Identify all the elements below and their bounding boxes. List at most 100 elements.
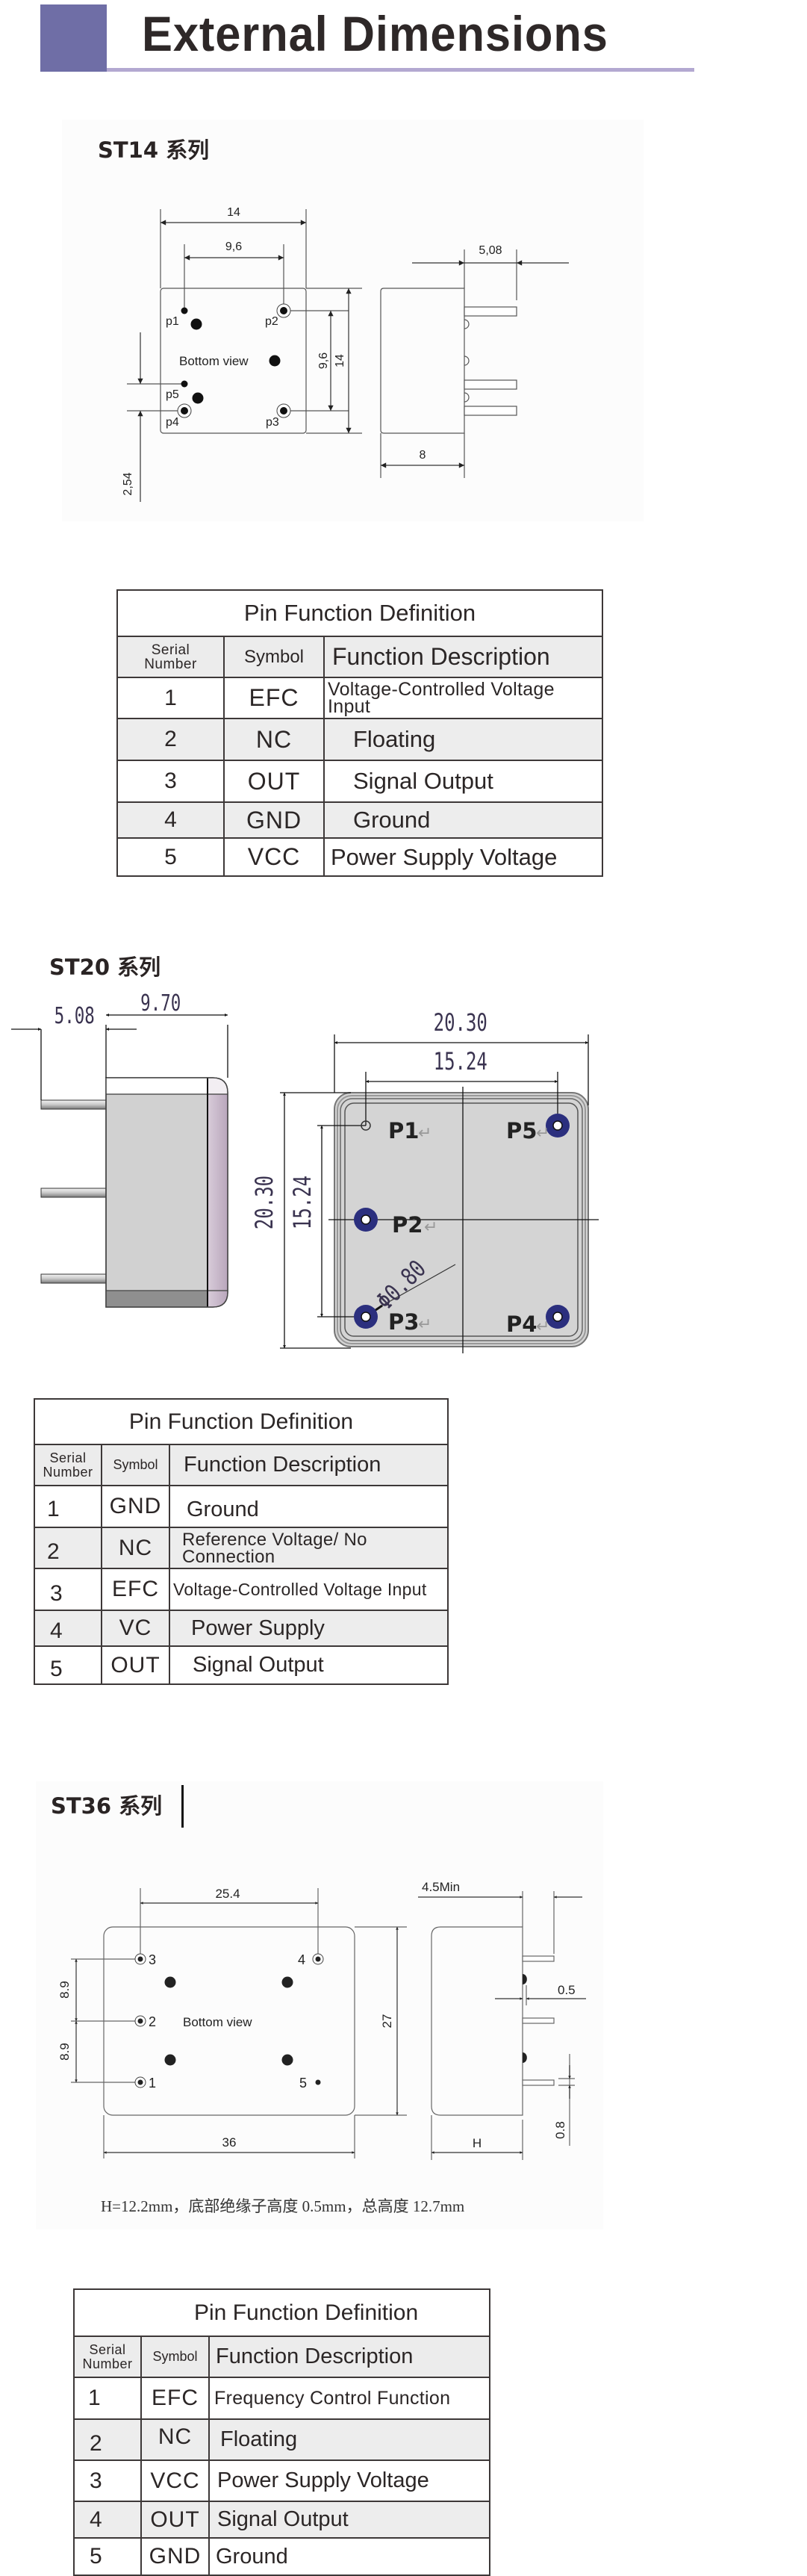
table-row: 4 VC Power Supply [34, 1610, 449, 1647]
serial-number: 1 [73, 2377, 142, 2420]
pin-symbol: NC [140, 2418, 210, 2461]
serial-number: 5 [34, 1645, 102, 1685]
st36-side-view-outline [431, 1926, 523, 2116]
st20-pin-length-label: 5.08 [54, 1003, 95, 1029]
pin-description: Floating [323, 718, 603, 761]
st20-heading: ST20 系列 [49, 955, 161, 980]
st36-pin-label: 2 [149, 2014, 156, 2029]
pin-symbol: OUT [140, 2501, 210, 2539]
pin-description: Power Supply Voltage [323, 837, 603, 877]
pin-symbol: NC [223, 718, 325, 761]
pin-symbol: VCC [140, 2459, 210, 2502]
st36-pin-table: Pin Function Definition Serial Number Sy… [73, 2288, 490, 2576]
table-row: 1 EFC Frequency Control Function [73, 2377, 490, 2420]
st20-pin-label: P2 [392, 1212, 423, 1238]
st14-bottom-view-outline [160, 288, 307, 434]
column-header-description: Function Description [169, 1444, 449, 1486]
table-title: Pin Function Definition [116, 589, 603, 637]
st20-side-pin [40, 1273, 107, 1284]
column-header-symbol: Symbol [223, 636, 325, 678]
st36-pin-label: 1 [149, 2076, 156, 2091]
pin-description: Frequency Control Function [208, 2377, 490, 2420]
table-row: 4 OUT Signal Output [73, 2501, 490, 2539]
st14-pin-label: p1 [166, 315, 179, 328]
serial-number: 2 [73, 2418, 142, 2461]
st36-heading: ST36 系列 [51, 1793, 163, 1819]
st36-bottom-view-label: Bottom view [183, 2015, 252, 2029]
st14-pin-p5 [181, 380, 188, 388]
st20-pitch-v-label: 15.24 [289, 1176, 317, 1229]
st14-pitch-v-label: 9,6 [317, 353, 330, 369]
table-row: 1 EFC Voltage-Controlled Voltage Input [116, 677, 603, 719]
table-row: 3 OUT Signal Output [116, 760, 603, 803]
serial-number: 4 [116, 801, 225, 839]
st36-pin-diameter-label: 0.8 [553, 2121, 567, 2139]
return-mark-icon: ↵ [536, 1123, 549, 1142]
table-row: 2 NC Floating [73, 2418, 490, 2461]
st14-side-view-outline [380, 288, 465, 434]
pin-symbol: VC [101, 1610, 170, 1647]
st36-pitch-v-lower-label: 8.9 [57, 2043, 72, 2061]
pin-description: Voltage-Controlled Voltage Input [323, 677, 603, 719]
pin-symbol: VCC [223, 837, 325, 877]
pin-description: Signal Output [208, 2501, 490, 2539]
st14-pin-table: Pin Function Definition Serial Number Sy… [116, 589, 603, 877]
st36-standoff [164, 1976, 176, 1988]
st14-pin-length-label: 5,08 [479, 244, 502, 257]
serial-number: 4 [73, 2501, 142, 2539]
st14-pin-label: p2 [265, 315, 278, 328]
st36-pin-label: 3 [149, 1952, 156, 1967]
st36-body-height-label: H [473, 2136, 482, 2150]
table-title: Pin Function Definition [73, 2288, 490, 2337]
st36-standoff [164, 2054, 176, 2066]
st36-insulator-label: 0.5 [558, 1983, 576, 1997]
st20-pin-label: P3 [388, 1309, 419, 1335]
return-mark-icon: ↵ [418, 1315, 431, 1333]
table-row: 5 OUT Signal Output [34, 1645, 449, 1685]
serial-number: 4 [34, 1610, 102, 1647]
st14-pin-label: p3 [266, 416, 279, 429]
st14-drawing: p1 p2 p3 p4 p5 Bottom view 14 9,6 9,6 14… [122, 206, 569, 502]
header-underline [107, 68, 694, 72]
st20-height-label: 20.30 [251, 1176, 278, 1229]
page-title: External Dimensions [142, 6, 608, 61]
table-row: 3 VCC Power Supply Voltage [73, 2459, 490, 2502]
serial-number: 5 [116, 837, 225, 877]
column-header-serial: Serial Number [34, 1444, 102, 1486]
st36-pin-label: 5 [299, 2076, 307, 2091]
st36-width-label: 36 [222, 2135, 237, 2150]
pin-description: Ground [323, 801, 603, 839]
table-title: Pin Function Definition [34, 1398, 449, 1445]
column-header-description: Function Description [323, 636, 603, 678]
st36-height-label: 27 [380, 2014, 394, 2029]
column-header-serial: Serial Number [73, 2336, 142, 2378]
serial-number: 1 [116, 677, 225, 719]
st20-pin-table: Pin Function Definition Serial Number Sy… [34, 1398, 449, 1685]
st36-height-note: H=12.2mm，底部绝缘子高度 0.5mm，总高度 12.7mm [101, 2197, 465, 2215]
pin-symbol: EFC [223, 677, 325, 719]
pin-description: Signal Output [169, 1645, 449, 1685]
st20-side-view [40, 1077, 228, 1308]
pin-description: Ground [208, 2537, 490, 2576]
st14-pitch-h-label: 9,6 [225, 240, 242, 253]
return-mark-icon: ↵ [418, 1123, 431, 1142]
st14-drawing-panel [62, 120, 644, 521]
st14-width-label: 14 [227, 206, 240, 219]
st36-pin-label: 4 [298, 1952, 305, 1967]
st14-heading: ST14 系列 [98, 137, 210, 163]
column-header-symbol: Symbol [140, 2336, 210, 2378]
column-header-serial: Serial Number [116, 636, 225, 678]
serial-number: 1 [34, 1485, 102, 1528]
serial-number: 3 [34, 1568, 102, 1611]
pin-description: Power Supply [169, 1610, 449, 1647]
pin-symbol: EFC [101, 1568, 170, 1611]
st20-pin-label: P1 [388, 1118, 419, 1143]
table-row: 1 GND Ground [34, 1485, 449, 1528]
return-mark-icon: ↵ [536, 1317, 549, 1335]
st36-side-pin [522, 1955, 555, 1962]
header-accent-block [40, 4, 107, 72]
st14-pin-label: p4 [166, 416, 179, 429]
st14-side-pin [464, 406, 517, 416]
st14-pin-p1 [181, 307, 188, 314]
pin-symbol: NC [101, 1527, 170, 1569]
